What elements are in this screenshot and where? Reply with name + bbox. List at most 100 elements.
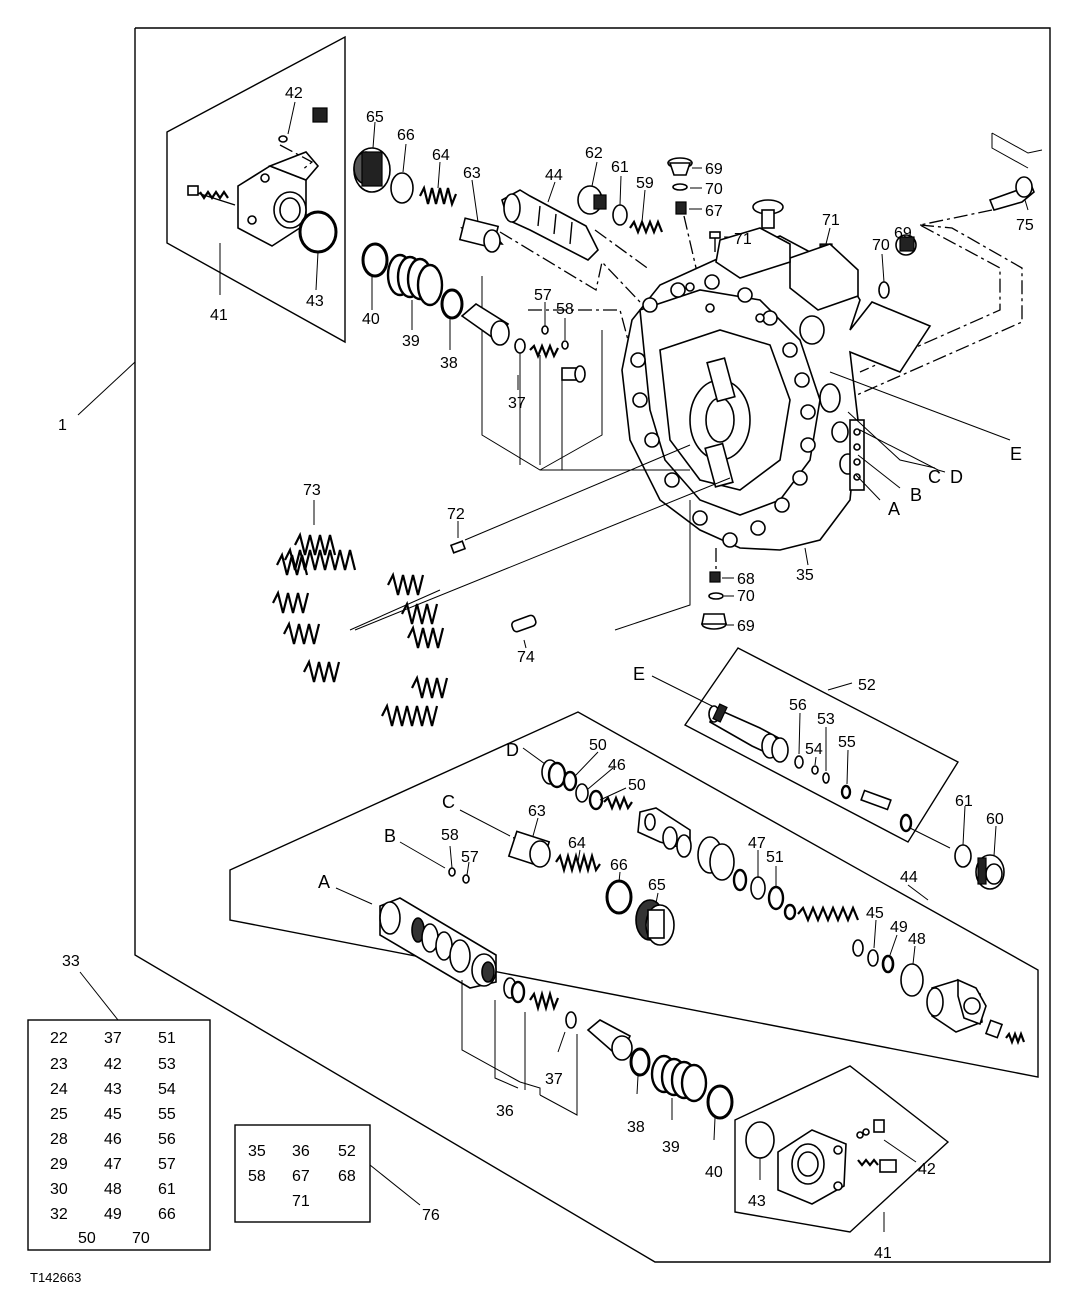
callout-61-upper: 61 (611, 159, 629, 176)
callout-64-lower: 64 (568, 835, 586, 852)
spool-46 (637, 807, 692, 858)
kit-33-box (27, 1019, 211, 1251)
callout-37-upper: 37 (508, 395, 526, 412)
plug-69-right (895, 234, 917, 256)
callout-74: 74 (517, 649, 535, 666)
kit-33-cell: 57 (158, 1156, 176, 1173)
piston-37-upper (460, 303, 510, 346)
callout-53: 53 (817, 711, 835, 728)
callout-39-lower: 39 (662, 1139, 680, 1156)
flange-41-lower (777, 1129, 847, 1205)
kit-33-cell: 25 (50, 1106, 68, 1123)
spool-e-lower (708, 703, 789, 763)
callout-d-upper: D (950, 467, 963, 487)
pin-74 (510, 614, 537, 633)
sleeve-47 (697, 836, 735, 881)
kit-33-cell: 32 (50, 1206, 68, 1223)
callout-62: 62 (585, 145, 603, 162)
callout-55: 55 (838, 734, 856, 751)
kit-33-cell: 49 (104, 1206, 122, 1223)
kit-33-cell: 50 (78, 1230, 96, 1247)
callout-70-right: 70 (872, 237, 890, 254)
plug-58-upper (561, 365, 586, 383)
callout-b-upper: B (910, 485, 922, 505)
kit-33-cell: 51 (158, 1030, 176, 1047)
oring-38-lower (629, 1047, 651, 1077)
callout-41-lower: 41 (874, 1245, 892, 1262)
oring-61-lower (954, 844, 972, 868)
plug-69-bottom (701, 613, 727, 630)
plug-42-upper (278, 101, 328, 143)
callout-46: 46 (608, 757, 626, 774)
kit-33-cell: 43 (104, 1081, 122, 1098)
kit-33-cell: 23 (50, 1056, 68, 1073)
callout-36: 36 (496, 1103, 514, 1120)
plug-67-upper (675, 201, 687, 215)
callout-35: 35 (796, 567, 814, 584)
callout-64-upper: 64 (432, 147, 450, 164)
kit-76-table: 35 36 52 58 67 68 71 (248, 1143, 356, 1210)
callout-c-upper: C (928, 467, 941, 487)
callout-39-upper: 39 (402, 333, 420, 350)
callout-43-lower: 43 (748, 1193, 766, 1210)
kit-76-cell: 71 (292, 1193, 310, 1210)
callout-44-upper: 44 (545, 167, 563, 184)
kit-33-table: 22 37 51 23 42 53 24 43 54 25 45 55 28 4… (50, 1030, 176, 1247)
callout-73: 73 (303, 482, 321, 499)
sleeve-d (541, 759, 567, 789)
seat-40-upper (361, 242, 389, 278)
callout-c-lower: C (442, 792, 455, 812)
spool-44-upper (501, 189, 599, 261)
pin-72 (449, 540, 467, 554)
callout-68: 68 (737, 571, 755, 588)
kit-33-cell: 70 (132, 1230, 150, 1247)
callout-50-a: 50 (589, 737, 607, 754)
oring-61-upper (612, 204, 628, 226)
flange-box-upper (166, 35, 346, 344)
part-36-small (503, 977, 526, 1004)
piston-37-lower (586, 1019, 633, 1061)
kit-33-cell: 55 (158, 1106, 176, 1123)
kit-76-cell: 68 (338, 1168, 356, 1185)
plug-65-lower (635, 899, 675, 946)
callout-a-upper: A (888, 499, 900, 519)
housing-35 (621, 227, 932, 551)
spring-64-upper (419, 184, 458, 208)
springs-73 (272, 531, 449, 727)
callout-33: 33 (62, 953, 80, 970)
callout-38-lower: 38 (627, 1119, 645, 1136)
spring-59 (629, 219, 664, 235)
callout-66-lower: 66 (610, 857, 628, 874)
oring-56 (794, 755, 804, 769)
sleeve-63-lower (507, 830, 551, 868)
callout-e-upper: E (1010, 444, 1022, 464)
kit-76-cell: 36 (292, 1143, 310, 1160)
callout-1: 1 (58, 417, 67, 434)
spool-box-44 (229, 711, 1039, 1078)
kit-33-cell: 46 (104, 1131, 122, 1148)
callout-40-upper: 40 (362, 311, 380, 328)
kit-33-cell: 61 (158, 1181, 176, 1198)
spool-box-52 (683, 647, 959, 843)
kit-33-cell: 47 (104, 1156, 122, 1173)
oring-43-lower (745, 1121, 775, 1159)
plug-60 (975, 854, 1005, 890)
callout-58-lower: 58 (441, 827, 459, 844)
callout-66-upper: 66 (397, 127, 415, 144)
callout-45: 45 (866, 905, 884, 922)
callout-63-lower: 63 (528, 803, 546, 820)
plug-42-lower (856, 1119, 885, 1139)
kit-33-cell: 28 (50, 1131, 68, 1148)
callout-42-upper: 42 (285, 85, 303, 102)
sleeve-63-upper (458, 217, 504, 253)
kit-76-box (234, 1124, 371, 1223)
kit-33-cell: 48 (104, 1181, 122, 1198)
kit-76-cell: 52 (338, 1143, 356, 1160)
seat-40-lower (706, 1084, 734, 1120)
kit-33-cell: 29 (50, 1156, 68, 1173)
callout-72: 72 (447, 506, 465, 523)
plug-69-upper (667, 157, 693, 176)
callout-52: 52 (858, 677, 876, 694)
oring-47 (750, 876, 766, 900)
callout-70-upper: 70 (705, 181, 723, 198)
